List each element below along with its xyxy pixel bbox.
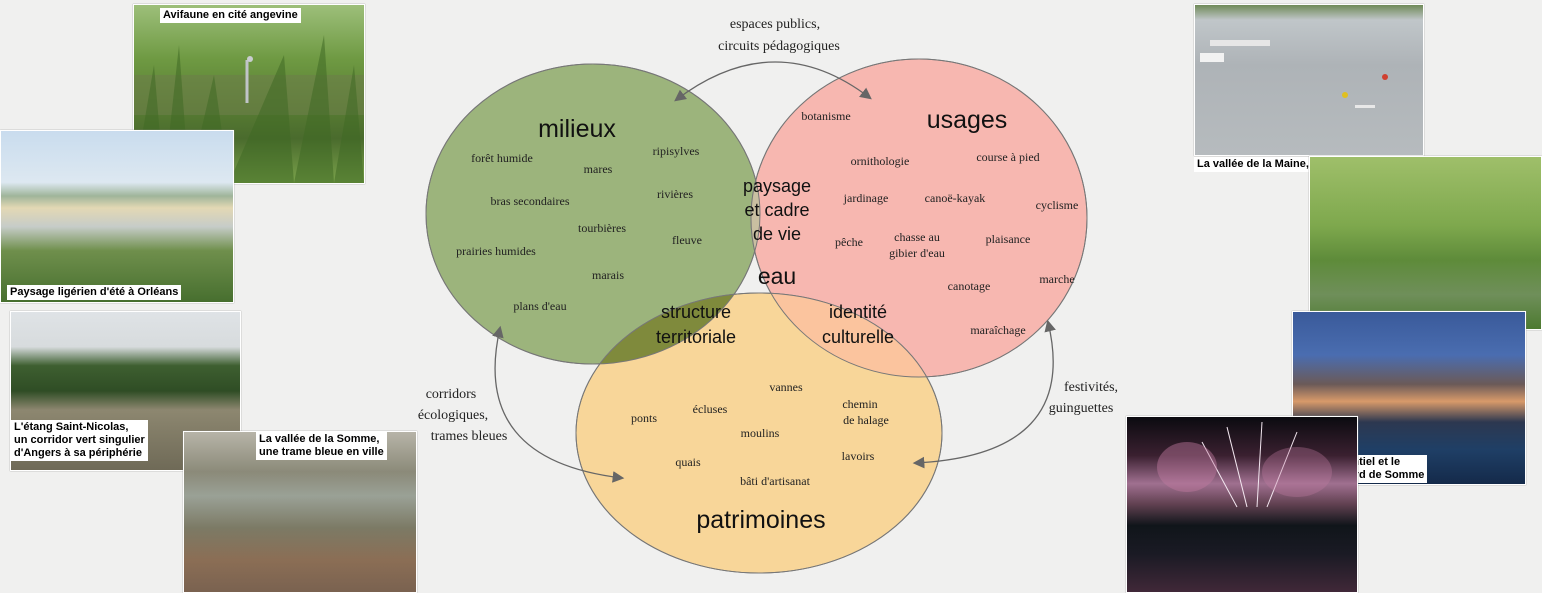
item-marais: marais [592,268,624,282]
title-patrimoines: patrimoines [696,506,825,534]
photo-pecheur [1309,156,1542,330]
item-ecluses: écluses [693,402,728,416]
photo-feu-dartifice [1126,416,1358,593]
item-de-halage: de halage [843,413,889,427]
photo-vallee-somme: La vallée de la Somme, une trame bleue e… [183,431,417,593]
item-fleuve: fleuve [672,233,702,247]
boats-scene [1200,40,1388,108]
item-plaisance: plaisance [986,232,1031,246]
label-identite-1: identité [829,302,887,322]
photo-vallee-maine [1194,4,1424,156]
item-maraichage: maraîchage [970,323,1025,337]
item-canotage: canotage [948,279,991,293]
label-paysage-2: et cadre [744,200,809,220]
note-left-1: corridors [426,387,477,402]
arrow-right [912,319,1056,469]
caption-etang-saint-nicolas: L'étang Saint-Nicolas, un corridor vert … [11,420,148,461]
label-structure-1: structure [661,302,731,322]
item-prairies-humides: prairies humides [456,244,536,258]
item-bras-secondaires: bras secondaires [491,194,570,208]
item-chasse-au: chasse au [894,230,940,244]
item-bati-dartisanat: bâti d'artisanat [740,474,810,488]
note-top-2: circuits pédagogiques [718,39,840,54]
label-identite-2: culturelle [822,327,894,347]
item-moulins: moulins [741,426,780,440]
fireworks-scene [1157,421,1332,508]
item-tourbieres: tourbières [578,221,626,235]
photo-etang-saint-nicolas: L'étang Saint-Nicolas, un corridor vert … [10,311,241,471]
arrow-left [492,325,625,483]
label-structure-2: territoriale [656,327,736,347]
label-eau: eau [758,263,796,289]
item-mares: mares [584,162,613,176]
label-paysage-1: paysage [743,176,811,196]
item-marche: marche [1039,272,1074,286]
item-foret-humide: forêt humide [471,151,533,165]
item-gibier-deau: gibier d'eau [889,246,945,260]
note-left-3: trames bleues [431,429,508,444]
caption-avifaune: Avifaune en cité angevine [160,8,301,23]
item-lavoirs: lavoirs [842,449,875,463]
item-vannes: vannes [769,380,803,394]
label-paysage-3: de vie [753,224,801,244]
item-peche: pêche [835,235,863,249]
note-right-1: festivités, [1064,380,1118,395]
item-chemin: chemin [842,397,877,411]
item-botanisme: botanisme [801,109,850,123]
title-usages: usages [927,106,1008,134]
photo-orleans: Paysage ligérien d'été à Orléans [0,130,234,303]
item-ponts: ponts [631,411,657,425]
item-plans-deau: plans d'eau [513,299,566,313]
item-canoe-kayak: canoë-kayak [925,191,986,205]
note-top-1: espaces publics, [730,17,820,32]
heron-scene [134,35,364,183]
item-quais: quais [675,455,701,469]
caption-orleans: Paysage ligérien d'été à Orléans [7,285,182,300]
caption-vallee-somme: La vallée de la Somme, une trame bleue e… [256,432,387,460]
arrow-top [674,61,872,102]
item-ornithologie: ornithologie [851,154,910,168]
note-right-2: guinguettes [1049,401,1114,416]
note-left-2: écologiques, [418,408,488,423]
title-milieux: milieux [538,115,616,143]
item-ripisylves: ripisylves [653,144,700,158]
item-jardinage: jardinage [843,191,889,205]
item-cyclisme: cyclisme [1036,198,1079,212]
item-course-a-pied: course à pied [976,150,1039,164]
item-rivieres: rivières [657,187,693,201]
